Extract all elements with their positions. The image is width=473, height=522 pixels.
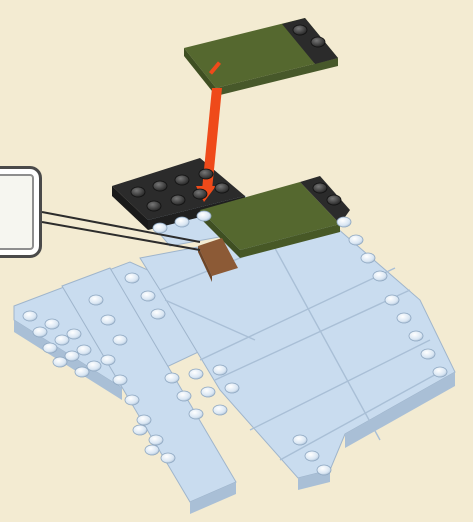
stud <box>175 217 189 227</box>
stud <box>151 309 165 319</box>
dark-stud <box>131 187 145 197</box>
stud <box>385 295 399 305</box>
stud <box>213 365 227 375</box>
stud <box>149 435 163 445</box>
stud <box>101 355 115 365</box>
stud <box>43 343 57 353</box>
stud <box>197 211 211 221</box>
stud <box>349 235 363 245</box>
stud <box>305 451 319 461</box>
dark-stud <box>327 195 341 205</box>
stud <box>101 315 115 325</box>
dark-stud <box>147 201 161 211</box>
stud <box>53 357 67 367</box>
dark-stud <box>171 195 185 205</box>
stud <box>125 273 139 283</box>
stud <box>177 391 191 401</box>
stud <box>317 465 331 475</box>
stud <box>225 383 239 393</box>
stud <box>33 327 47 337</box>
stud <box>361 253 375 263</box>
dark-stud <box>175 175 189 185</box>
stud <box>189 369 203 379</box>
stud <box>201 387 215 397</box>
dark-stud <box>311 37 325 47</box>
stud <box>89 295 103 305</box>
callout-box <box>0 166 42 258</box>
stud <box>137 415 151 425</box>
stud <box>409 331 423 341</box>
stud <box>213 405 227 415</box>
stud <box>293 435 307 445</box>
stud <box>141 291 155 301</box>
stud <box>189 409 203 419</box>
dark-stud <box>153 181 167 191</box>
stud <box>165 373 179 383</box>
stud <box>75 367 89 377</box>
stud <box>113 375 127 385</box>
stud <box>397 313 411 323</box>
stud <box>337 217 351 227</box>
stud <box>65 351 79 361</box>
floating-green-part <box>184 18 338 96</box>
stud <box>67 329 81 339</box>
dark-stud <box>215 183 229 193</box>
dark-stud <box>199 169 213 179</box>
stud <box>23 311 37 321</box>
stud <box>133 425 147 435</box>
stud <box>77 345 91 355</box>
stud <box>55 335 69 345</box>
dark-stud <box>313 183 327 193</box>
stud <box>113 335 127 345</box>
stud <box>161 453 175 463</box>
stud <box>153 223 167 233</box>
dark-stud <box>293 25 307 35</box>
dark-stud <box>193 189 207 199</box>
stud <box>45 319 59 329</box>
stud <box>125 395 139 405</box>
stud <box>373 271 387 281</box>
stud <box>87 361 101 371</box>
stud <box>145 445 159 455</box>
stud <box>433 367 447 377</box>
stud <box>421 349 435 359</box>
